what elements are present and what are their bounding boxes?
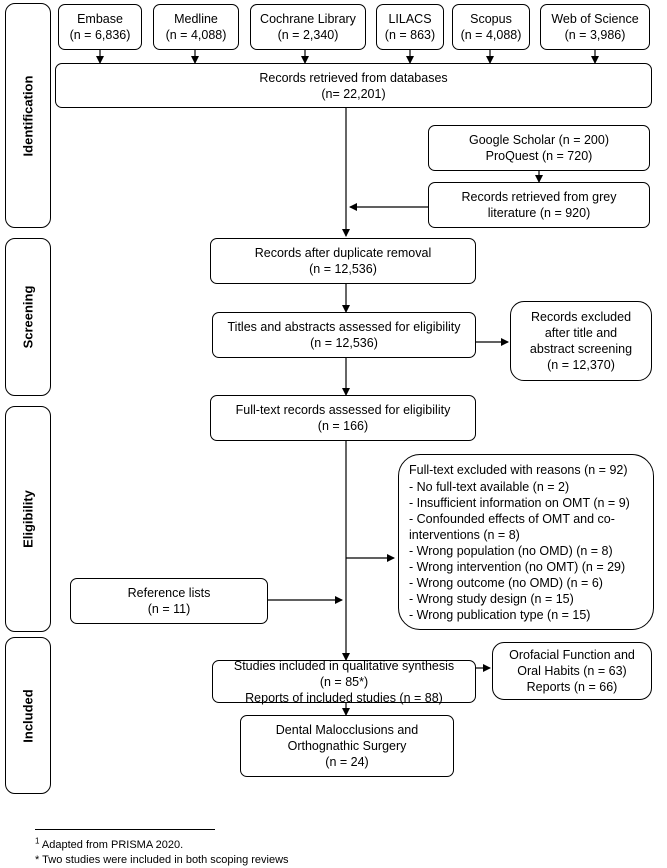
grey-literature-line2: literature (n = 920)	[487, 206, 591, 220]
footnote-1-text: Adapted from PRISMA 2020.	[39, 839, 184, 851]
malocclusions-line3: (n = 24)	[325, 755, 369, 769]
exclusion-reason: - Wrong intervention (no OMT) (n = 29)	[409, 559, 626, 574]
included-studies-line1: Studies included in qualitative synthesi…	[233, 658, 455, 673]
duplicates-removed-count: (n = 12,536)	[309, 262, 377, 276]
grey-sources-box: Google Scholar (n = 200) ProQuest (n = 7…	[428, 125, 650, 171]
database-name: Web of Science	[551, 12, 639, 26]
database-count: (n = 4,088)	[165, 28, 227, 42]
footnote-mark: 1	[35, 836, 40, 846]
grey-literature-box: Records retrieved from grey literature (…	[428, 182, 650, 228]
exclusion-reason: - Wrong outcome (no OMD) (n = 6)	[409, 575, 603, 590]
footnote-rule	[35, 829, 215, 830]
database-count: (n = 2,340)	[277, 28, 339, 42]
duplicates-removed-label: Records after duplicate removal	[254, 246, 432, 260]
database-count: (n = 6,836)	[69, 28, 131, 42]
database-name: Scopus	[470, 12, 512, 26]
footnotes: 1 Adapted from PRISMA 2020. * Two studie…	[35, 829, 289, 868]
database-box-embase: Embase (n = 6,836)	[58, 4, 142, 50]
orofacial-line1: Orofacial Function and	[509, 648, 635, 662]
footnote-1: 1 Adapted from PRISMA 2020.	[35, 836, 289, 853]
stage-eligibility: Eligibility	[5, 406, 51, 632]
full-text-box: Full-text records assessed for eligibili…	[210, 395, 476, 441]
database-name: LILACS	[388, 12, 432, 26]
included-studies-line3: Reports of included studies (n = 88)	[245, 690, 443, 705]
database-box-web-of-science: Web of Science (n = 3,986)	[540, 4, 650, 50]
full-text-label: Full-text records assessed for eligibili…	[235, 403, 451, 417]
exclusion-reason: - Confounded effects of OMT and co-	[409, 511, 615, 526]
excluded-screening-line1: Records excluded	[530, 310, 632, 324]
database-count: (n = 4,088)	[460, 28, 522, 42]
stage-identification-label: Identification	[20, 75, 36, 156]
reference-lists-label: Reference lists	[127, 586, 211, 600]
exclusion-reason: interventions (n = 8)	[409, 527, 520, 542]
excluded-screening-line4: (n = 12,370)	[547, 358, 615, 372]
records-retrieved-count: (n= 22,201)	[321, 86, 386, 101]
exclusion-reason: - Wrong publication type (n = 15)	[409, 607, 591, 622]
exclusion-reason: - Wrong population (no OMD) (n = 8)	[409, 543, 613, 558]
full-text-excluded-header: Full-text excluded with reasons (n = 92)	[409, 462, 628, 477]
database-name: Medline	[174, 12, 218, 26]
stage-included: Included	[5, 637, 51, 794]
stage-eligibility-label: Eligibility	[20, 490, 36, 548]
records-retrieved-label: Records retrieved from databases	[259, 70, 448, 85]
exclusion-reason: - Insufficient information on OMT (n = 9…	[409, 495, 630, 510]
malocclusions-line2: Orthognathic Surgery	[287, 739, 407, 753]
database-box-lilacs: LILACS (n = 863)	[376, 4, 444, 50]
stage-screening-label: Screening	[20, 285, 36, 349]
malocclusions-box: Dental Malocclusions and Orthognathic Su…	[240, 715, 454, 777]
excluded-screening-line2: after title and	[544, 326, 618, 340]
grey-sources-line2: ProQuest (n = 720)	[485, 149, 593, 163]
orofacial-line2: Oral Habits (n = 63)	[517, 664, 627, 678]
titles-abstracts-count: (n = 12,536)	[310, 336, 378, 350]
full-text-excluded-box: Full-text excluded with reasons (n = 92)…	[398, 454, 654, 630]
database-name: Cochrane Library	[260, 12, 356, 26]
malocclusions-line1: Dental Malocclusions and	[275, 723, 419, 737]
included-studies-line2: (n = 85*)	[319, 674, 369, 689]
titles-abstracts-label: Titles and abstracts assessed for eligib…	[227, 320, 461, 334]
included-studies-box: Studies included in qualitative synthesi…	[212, 658, 476, 705]
database-box-medline: Medline (n = 4,088)	[153, 4, 239, 50]
excluded-screening-box: Records excluded after title and abstrac…	[510, 301, 652, 381]
reference-lists-box: Reference lists (n = 11)	[70, 578, 268, 624]
exclusion-reason: - No full-text available (n = 2)	[409, 479, 570, 494]
duplicates-removed-box: Records after duplicate removal (n = 12,…	[210, 238, 476, 284]
titles-abstracts-box: Titles and abstracts assessed for eligib…	[212, 312, 476, 358]
exclusion-reason: - Wrong study design (n = 15)	[409, 591, 574, 606]
records-retrieved-box: Records retrieved from databases (n= 22,…	[55, 63, 652, 108]
database-name: Embase	[77, 12, 123, 26]
grey-sources-line1: Google Scholar (n = 200)	[468, 133, 609, 147]
excluded-screening-line3: abstract screening	[529, 342, 633, 356]
database-count: (n = 863)	[384, 28, 436, 42]
full-text-count: (n = 166)	[317, 419, 369, 433]
reference-lists-count: (n = 11)	[147, 602, 191, 616]
stage-included-label: Included	[20, 688, 36, 743]
database-box-scopus: Scopus (n = 4,088)	[452, 4, 530, 50]
database-count: (n = 3,986)	[564, 28, 626, 42]
stage-screening: Screening	[5, 238, 51, 396]
stage-identification: Identification	[5, 3, 51, 228]
database-box-cochrane: Cochrane Library (n = 2,340)	[250, 4, 366, 50]
grey-literature-line1: Records retrieved from grey	[461, 190, 617, 204]
orofacial-box: Orofacial Function and Oral Habits (n = …	[492, 642, 652, 700]
footnote-2: * Two studies were included in both scop…	[35, 854, 289, 866]
orofacial-line3: Reports (n = 66)	[526, 680, 618, 694]
